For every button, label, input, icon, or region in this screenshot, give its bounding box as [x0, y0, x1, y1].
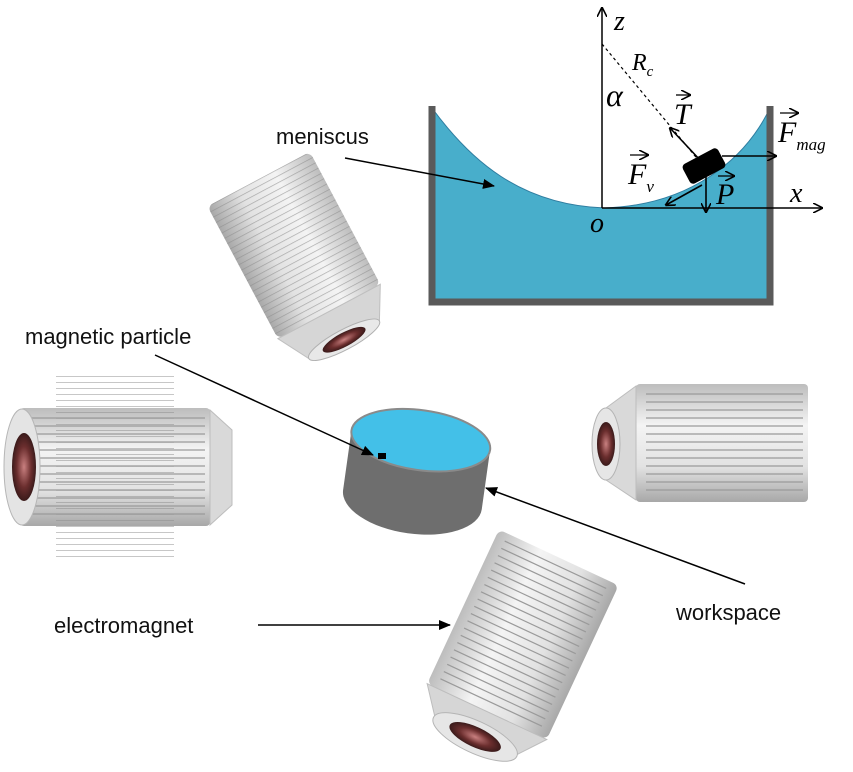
viscous-force-sub: v: [646, 177, 654, 196]
container-wall: [428, 106, 774, 306]
origin-label: o: [590, 208, 604, 239]
magnetic-particle-dot: [378, 453, 386, 459]
magnetic-force-sub: mag: [796, 135, 825, 154]
electromagnet-bottom: [426, 531, 617, 762]
tension-label: T: [674, 95, 693, 131]
z-axis-label: z: [613, 6, 625, 37]
magnetic-force-base: F: [777, 116, 797, 149]
weight-label: P: [715, 176, 734, 211]
electromagnet-left: [3, 372, 233, 562]
meniscus-label: meniscus: [276, 124, 369, 149]
meniscus-pointer: [344, 157, 495, 189]
magnetic-force-label: Fmag: [777, 113, 826, 154]
radius-label: Rc: [631, 50, 654, 80]
radius-base: R: [631, 50, 647, 76]
magnetic-particle-pointer: [154, 354, 374, 456]
tension-arrow: [670, 128, 701, 161]
workspace-label: workspace: [675, 600, 781, 625]
electromagnet-top: [209, 153, 381, 361]
particle-block: [682, 148, 726, 184]
electromagnet-label: electromagnet: [54, 613, 193, 638]
svg-text:Fmag: Fmag: [777, 116, 826, 154]
radius-sub: c: [647, 64, 654, 80]
x-axis-label: x: [789, 178, 803, 209]
magnetic-particle-label: magnetic particle: [25, 324, 191, 349]
workspace-pointer: [485, 487, 746, 585]
viscous-force-label: Fv: [627, 155, 654, 196]
workspace-dish: [342, 407, 492, 535]
workspace-top: [350, 407, 492, 473]
viscous-force-base: F: [627, 158, 647, 191]
alpha-label: α: [606, 77, 624, 113]
tension-symbol: T: [674, 98, 693, 131]
weight-symbol: P: [715, 178, 734, 211]
viscous-force-arrow: [666, 184, 703, 205]
electromagnet-right: [591, 384, 808, 502]
svg-text:Fv: Fv: [627, 158, 654, 196]
